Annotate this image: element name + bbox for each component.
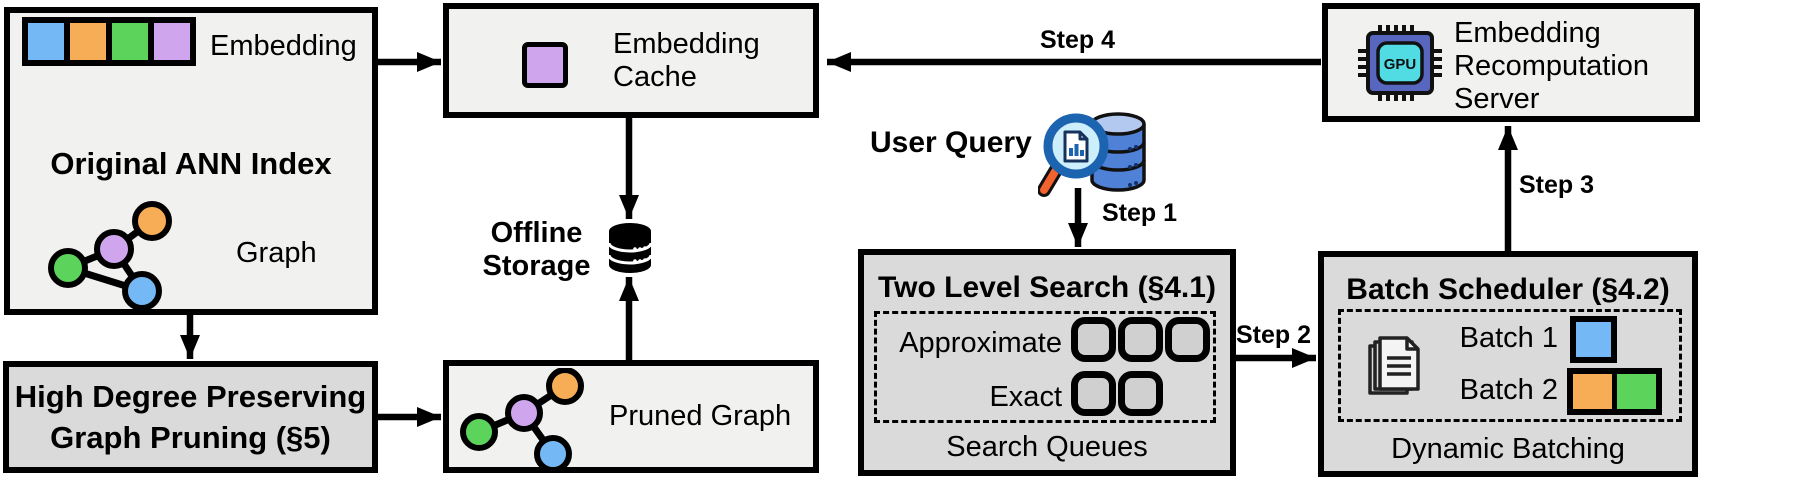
dynamic-batching-panel: Batch 1 Batch 2 [1338,309,1682,422]
embedding-label: Embedding [210,30,357,62]
embedding-cell-purple [154,23,190,60]
batch2-strip [1567,368,1662,415]
pruned-graph-icon [460,368,584,473]
queue-slot [1165,317,1210,362]
gpu-chip-icon: GPU [1358,25,1442,101]
user-query-icon [1038,112,1146,197]
step4-label: Step 4 [1040,26,1116,54]
user-query-label: User Query [870,126,1032,159]
graph-pruning-box: High Degree Preserving Graph Pruning (§5… [3,361,378,473]
embedding-cache-title-line2: Cache [613,60,697,93]
dynamic-batching-caption: Dynamic Batching [1391,433,1625,465]
pruned-graph-label: Pruned Graph [609,400,792,432]
batch2-label: Batch 2 [1459,374,1558,406]
original-ann-index-title: Original ANN Index [50,146,332,181]
batch-scheduler-box: Batch Scheduler (§4.2) Batch 1 Ba [1318,251,1698,477]
exact-queue-slots [1071,371,1163,416]
offline-storage-label-group: Offline Storage [464,217,609,283]
embedding-cell-green [112,23,148,60]
recomputation-server-box: GPU Embedding Recomputation Server [1322,3,1700,122]
database-storage-icon [607,223,653,273]
approximate-queue-slots [1071,317,1210,362]
queue-slot [1118,317,1163,362]
two-level-search-box: Two Level Search (§4.1) Approximate Exac… [858,249,1236,476]
embedding-cell-orange [70,23,106,60]
step3-label: Step 3 [1519,171,1595,199]
queue-slot [1071,371,1116,416]
batch1-strip [1570,316,1617,363]
pruned-graph-box: Pruned Graph [443,360,819,473]
embedding-vector-icon [22,17,196,66]
recompute-server-title-line2: Recomputation [1454,50,1650,82]
approximate-label: Approximate [899,327,1062,359]
exact-label: Exact [989,381,1062,413]
embedding-cell-blue [28,23,64,60]
recompute-server-title-line3: Server [1454,83,1540,115]
recompute-server-title-line1: Embedding [1454,17,1601,49]
gpu-icon-label: GPU [1384,56,1417,73]
queue-slot [1071,317,1116,362]
embedding-cache-box: Embedding Cache [443,3,819,118]
offline-storage-line2: Storage [482,250,591,282]
graph-pruning-title-line2: Graph Pruning (§5) [50,420,331,455]
documents-icon [1368,336,1420,395]
original-ann-index-box: Embedding Original ANN Index Graph [4,7,378,315]
batch1-cell-blue [1576,322,1611,357]
batch2-cell-green [1617,374,1656,409]
graph-label: Graph [236,237,317,269]
original-graph-icon [48,201,172,311]
step1-label: Step 1 [1102,199,1178,227]
search-queues-panel: Approximate Exact [874,311,1216,423]
cached-embedding-icon [522,42,568,88]
embedding-cache-title-line1: Embedding [613,27,760,60]
batch-scheduler-title: Batch Scheduler (§4.2) [1346,273,1670,306]
graph-pruning-title-line1: High Degree Preserving [14,379,367,414]
queue-slot [1118,371,1163,416]
batch1-label: Batch 1 [1459,322,1558,354]
two-level-search-title: Two Level Search (§4.1) [878,271,1216,304]
search-queues-caption: Search Queues [946,431,1148,463]
offline-storage-line1: Offline [490,217,583,249]
batch2-cell-orange [1573,374,1612,409]
step2-label: Step 2 [1236,321,1312,349]
